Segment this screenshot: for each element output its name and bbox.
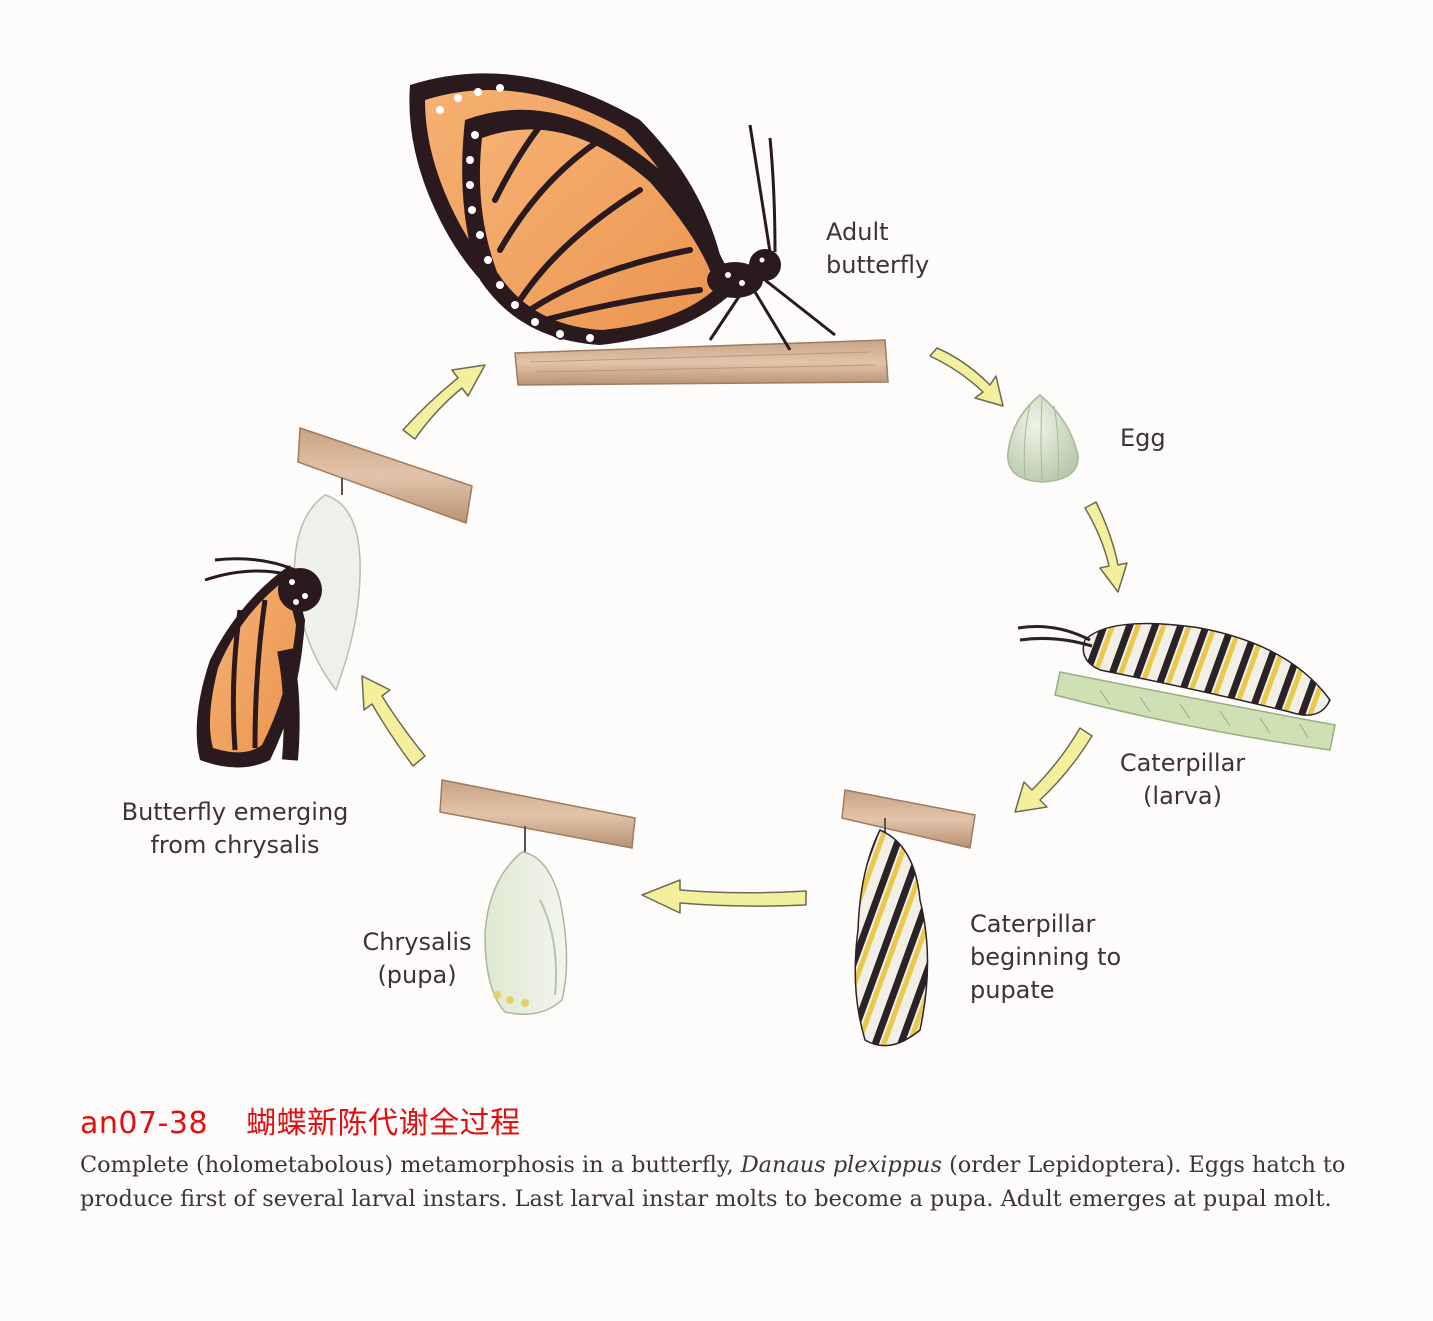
label-butterfly-emerging: Butterfly emerging from chrysalis [121,798,349,859]
label-egg: Egg [1120,424,1166,452]
pupating-caterpillar-icon [841,789,976,1047]
arrow-pupa-to-emerging [361,675,426,767]
caterpillar-icon [1017,622,1336,751]
chrysalis-icon [439,779,636,1015]
emerging-butterfly-icon [196,426,473,768]
figure-heading: an07-38 蝴蝶新陈代谢全过程 [80,1098,521,1142]
arrow-prepupa-to-pupa [641,879,807,914]
egg-icon [1007,394,1079,483]
figure-code: an07-38 [80,1106,209,1141]
label-adult-butterfly: Adult butterfly [826,218,930,279]
arrow-adult-to-egg [929,347,1004,407]
label-chrysalis-pupa: Chrysalis (pupa) [362,928,472,989]
arrow-egg-to-larva [1084,501,1128,593]
caption-species: Danaus plexippus [740,1152,942,1178]
caption-text-2: (order Lepidoptera). Eggs hatch to produ… [80,1152,1346,1212]
label-caterpillar-larva: Caterpillar (larva) [1119,749,1246,810]
label-caterpillar-pupating: Caterpillar beginning to pupate [970,910,1122,1004]
arrow-emerging-to-adult [402,364,486,440]
figure-caption: Complete (holometabolous) metamorphosis … [80,1148,1360,1216]
caption-text-1: Complete (holometabolous) metamorphosis … [80,1152,741,1178]
adult-butterfly-icon [409,73,889,386]
adult-twig [514,339,889,386]
cycle-arrows [361,347,1128,914]
figure-title-cn: 蝴蝶新陈代谢全过程 [246,1106,521,1141]
arrow-larva-to-prepupa [1014,727,1093,813]
